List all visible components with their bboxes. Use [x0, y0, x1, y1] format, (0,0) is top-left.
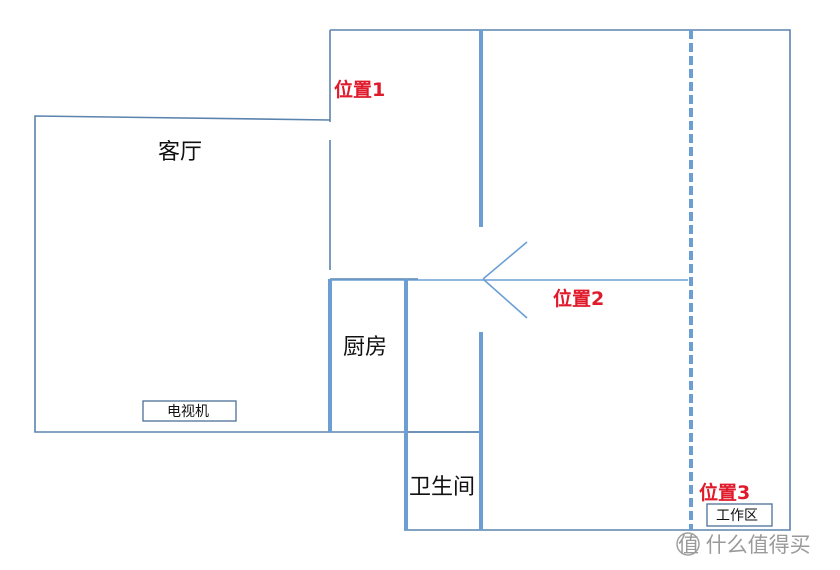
position-2-label: 位置2 [553, 287, 604, 310]
watermark-text: 值 什么值得买 [678, 533, 811, 557]
watermark-logo-icon [676, 532, 700, 556]
tv-label: 电视机 [167, 404, 209, 420]
arrow-head-lower [482, 278, 528, 319]
arrow-head-upper [482, 241, 528, 280]
living-room-label: 客厅 [158, 140, 202, 165]
living-room-outline [34, 115, 483, 433]
position-1-label: 位置1 [334, 78, 385, 101]
kitchen-label: 厨房 [343, 335, 387, 360]
workspace-label: 工作区 [716, 508, 758, 524]
right-wing-outline [330, 29, 791, 531]
position-3-label: 位置3 [699, 481, 750, 504]
bathroom-label: 卫生间 [409, 475, 475, 500]
tv-box [142, 400, 237, 422]
workspace-box [706, 503, 773, 527]
